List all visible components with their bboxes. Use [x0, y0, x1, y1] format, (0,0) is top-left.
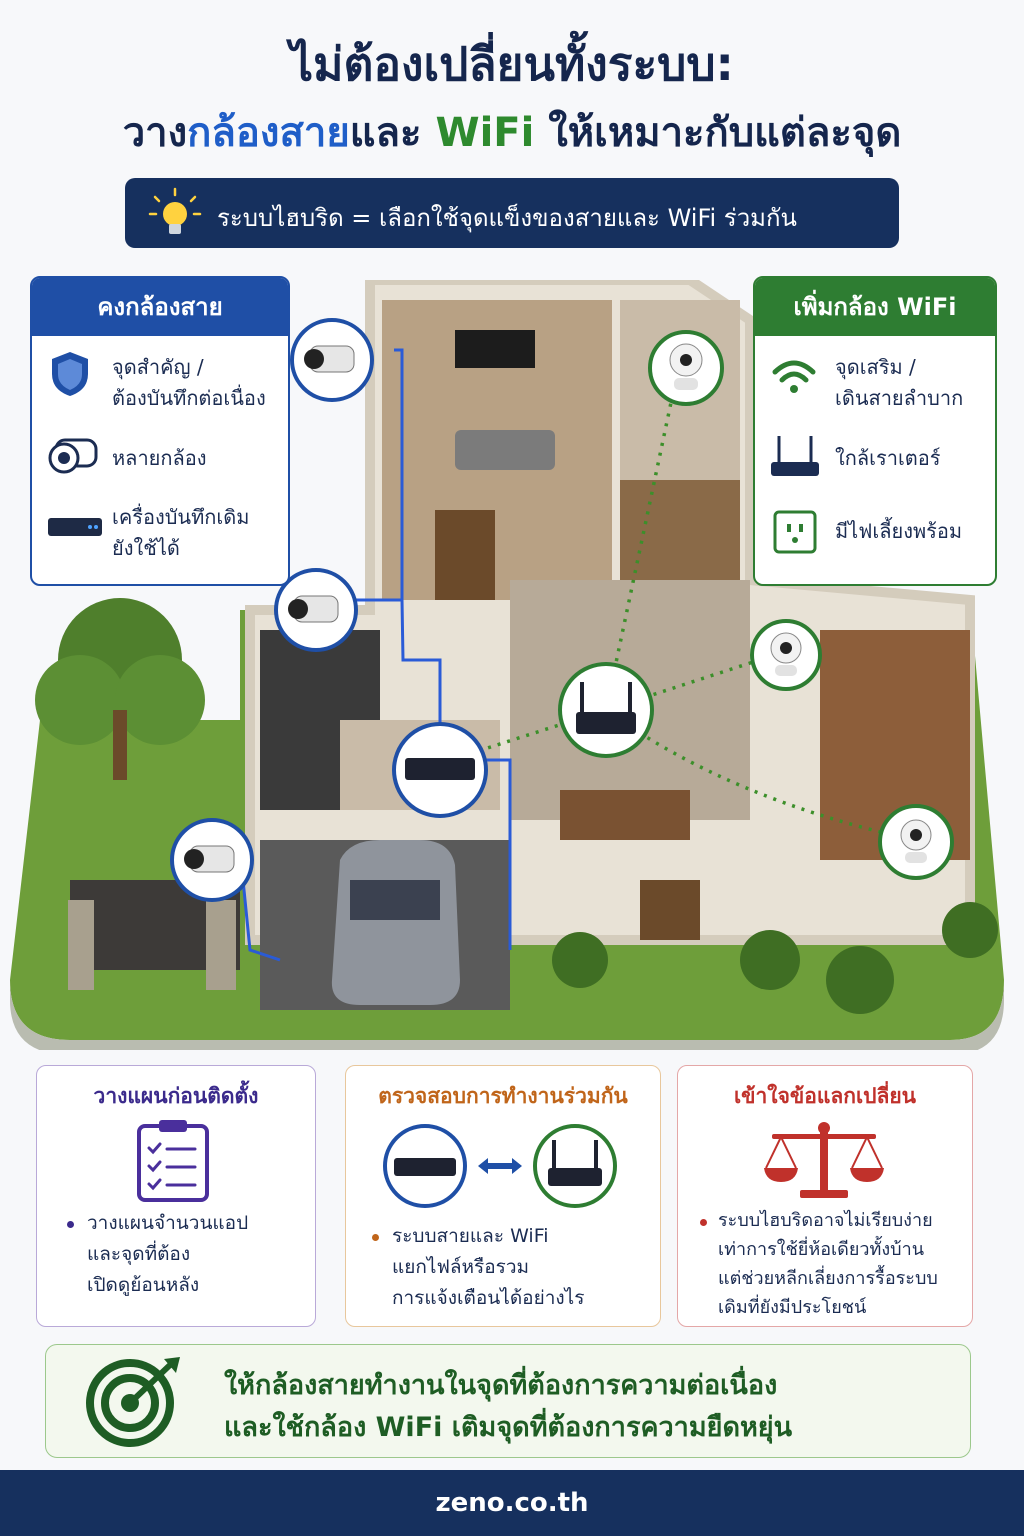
body-line: เดิมที่ยังมีประโยชน์ [718, 1297, 867, 1318]
footer-domain: zeno.co.th [0, 1470, 1024, 1536]
item-line: ต้องบันทึกต่อเนื่อง [112, 386, 266, 410]
headline-word: วาง [122, 110, 188, 156]
body-line: แต่ช่วยหลีกเลี่ยงการรื้อระบบ [718, 1268, 938, 1289]
body-line: แยกไฟล์หรือรวม [392, 1256, 530, 1278]
banner-text: ระบบไฮบริด = เลือกใช้จุดแข็งของสายและ Wi… [217, 204, 797, 232]
wifi-icon [772, 360, 816, 393]
headline-wired-highlight: กล้องสาย [187, 110, 350, 156]
body-line: ระบบสายและ WiFi [392, 1225, 549, 1247]
wired-camera-marker [290, 318, 374, 402]
headline-wifi-highlight: WiFi [435, 110, 535, 156]
clipboard-icon [137, 1120, 209, 1202]
wired-camera-marker [170, 818, 254, 902]
wifi-camera-panel: เพิ่มกล้อง WiFi จุดเสริม / เดินสายลำบาก … [753, 276, 997, 586]
recorder-marker [392, 722, 488, 818]
plan-card-title: วางแผนก่อนติดตั้ง [93, 1084, 259, 1108]
body-line: เท่าการใช้ยี่ห้อเดียวทั้งบ้าน [718, 1239, 925, 1260]
wifi-item-2: ใกล้เราเตอร์ [835, 443, 941, 474]
tradeoff-card-title: เข้าใจข้อแลกเปลี่ยน [733, 1084, 916, 1108]
item-line: หลายกล้อง [112, 446, 207, 470]
item-line: เครื่องบันทึกเดิม [112, 505, 250, 529]
wired-panel-header: คงกล้องสาย [32, 278, 288, 336]
wifi-camera-marker [648, 330, 724, 406]
target-icon [86, 1357, 180, 1447]
bullet [372, 1234, 379, 1241]
wired-item-2: หลายกล้อง [112, 443, 207, 474]
item-line: ใกล้เราเตอร์ [835, 446, 941, 470]
lightbulb-icon [148, 187, 202, 234]
cameras-icon [48, 438, 98, 474]
wifi-camera-marker [878, 804, 954, 880]
body-line: การแจ้งเตือนได้อย่างไร [392, 1287, 585, 1309]
tradeoff-card-body: ระบบไฮบริดอาจไม่เรียบง่าย เท่าการใช้ยี่ห… [718, 1206, 938, 1322]
wired-camera-marker [274, 568, 358, 652]
body-line: วางแผนจำนวนแอป [87, 1212, 249, 1234]
wifi-item-3: มีไฟเลี้ยงพร้อม [835, 516, 962, 547]
item-line: เดินสายลำบาก [835, 386, 964, 410]
recorder-icon [48, 518, 102, 536]
wired-item-1: จุดสำคัญ / ต้องบันทึกต่อเนื่อง [112, 352, 266, 414]
summary-line1: ให้กล้องสายทำงานในจุดที่ต้องการความต่อเน… [224, 1370, 778, 1401]
body-line: และจุดที่ต้อง [87, 1243, 191, 1265]
tradeoff-card: เข้าใจข้อแลกเปลี่ยน ระบบไฮบริดอาจไม่เรีย… [677, 1065, 973, 1327]
wifi-item-1: จุดเสริม / เดินสายลำบาก [835, 352, 963, 414]
summary-line2: และใช้กล้อง WiFi เติมจุดที่ต้องการความยื… [224, 1412, 793, 1443]
item-line: จุดเสริม / [835, 355, 916, 379]
plan-card-body: วางแผนจำนวนแอป และจุดที่ต้อง เปิดดูย้อนห… [87, 1208, 248, 1301]
bullet [67, 1221, 74, 1228]
wifi-camera-marker [750, 619, 822, 691]
headline-word: และ [349, 110, 436, 156]
scale-icon [764, 1122, 884, 1198]
router-marker [558, 662, 654, 758]
plan-card: วางแผนก่อนติดตั้ง วางแผนจำนวนแอป และจุดท… [36, 1065, 316, 1327]
shield-icon [52, 352, 88, 396]
bullet [700, 1219, 707, 1226]
body-line: ระบบไฮบริดอาจไม่เรียบง่าย [718, 1210, 933, 1231]
recorder-router-icon [383, 1124, 617, 1208]
headline-line2: วางกล้องสายและ WiFi ให้เหมาะกับแต่ละจุด [0, 100, 1024, 164]
item-line: ยังใช้ได้ [112, 536, 180, 560]
compatibility-card: ตรวจสอบการทำงานร่วมกัน ระบบสายและ WiFi แ… [345, 1065, 661, 1327]
compatibility-card-title: ตรวจสอบการทำงานร่วมกัน [378, 1084, 628, 1108]
body-line: เปิดดูย้อนหลัง [87, 1274, 200, 1296]
headline-line1: ไม่ต้องเปลี่ยนทั้งระบบ: [290, 37, 734, 91]
wired-item-3: เครื่องบันทึกเดิม ยังใช้ได้ [112, 502, 249, 564]
headline-word: ให้เหมาะกับแต่ละจุด [534, 110, 902, 156]
summary-box: ให้กล้องสายทำงานในจุดที่ต้องการความต่อเน… [45, 1344, 971, 1458]
house-floorplan-illustration [10, 280, 1004, 1050]
hybrid-banner: ระบบไฮบริด = เลือกใช้จุดแข็งของสายและ Wi… [125, 178, 899, 248]
compatibility-card-body: ระบบสายและ WiFi แยกไฟล์หรือรวม การแจ้งเต… [392, 1221, 584, 1314]
item-line: มีไฟเลี้ยงพร้อม [835, 519, 963, 543]
router-icon [771, 436, 819, 476]
wired-camera-panel: คงกล้องสาย จุดสำคัญ / ต้องบันทึกต่อเนื่อ… [30, 276, 290, 586]
item-line: จุดสำคัญ / [112, 355, 204, 379]
wifi-panel-header: เพิ่มกล้อง WiFi [755, 278, 995, 336]
outlet-icon [773, 510, 817, 554]
